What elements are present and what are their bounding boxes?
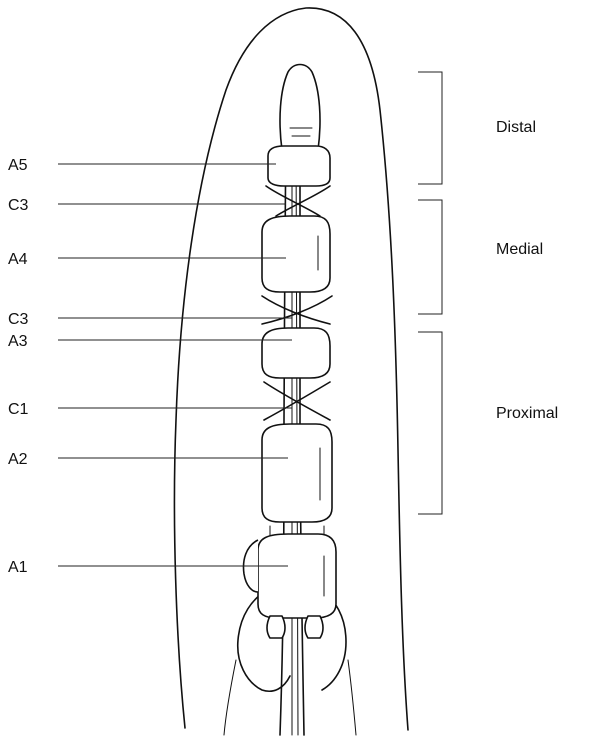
a2-label: A2 (8, 451, 28, 468)
a4-label: A4 (8, 251, 28, 268)
a1-label: A1 (8, 559, 28, 576)
medial-label: Medial (496, 241, 543, 258)
distal-label: Distal (496, 119, 536, 136)
base-palm-line-right (348, 660, 356, 735)
proximal-label: Proximal (496, 405, 558, 422)
c3-distal-label: C3 (8, 197, 29, 214)
distal-phalanx-tip (280, 65, 320, 151)
medial-bracket (418, 200, 442, 314)
a4-pulley (262, 216, 330, 292)
c3-distal-cruciform (266, 186, 330, 216)
c3-proximal-label: C3 (8, 311, 29, 328)
a3-label: A3 (8, 333, 28, 350)
a5-pulley (268, 146, 330, 186)
c1-label: C1 (8, 401, 29, 418)
base-palm-line (224, 660, 236, 735)
a2-pulley (262, 424, 332, 522)
distal-bracket (418, 72, 442, 184)
a5-label: A5 (8, 157, 28, 174)
proximal-bracket (418, 332, 442, 514)
a3-pulley (262, 328, 330, 378)
